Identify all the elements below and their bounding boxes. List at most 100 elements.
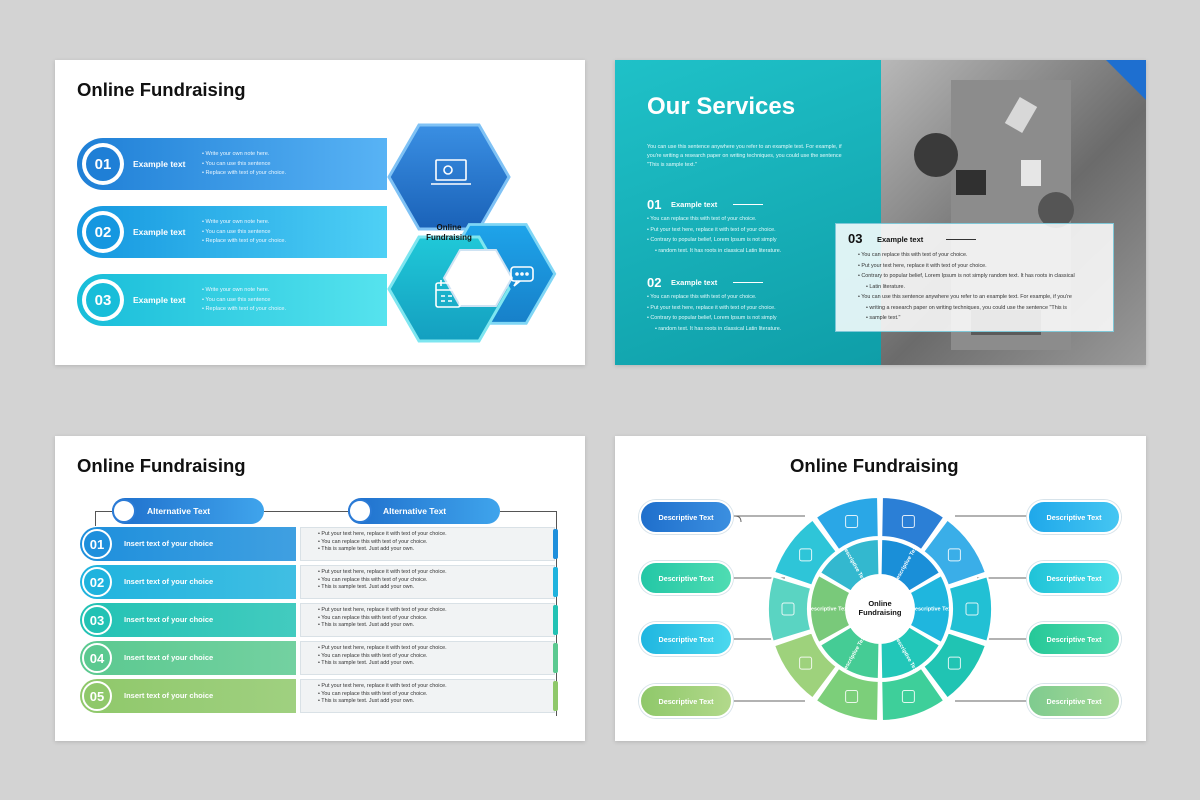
outer-segment [814, 666, 880, 723]
section-title: Example text [671, 278, 718, 287]
row-label: Example text [133, 295, 186, 305]
row-label: Example text [133, 227, 186, 237]
outer-segment [772, 631, 839, 700]
row-description: Put your text here, replace it with text… [300, 527, 555, 561]
row-end-cap [553, 605, 558, 635]
outer-segment [814, 495, 880, 552]
outer-segment [772, 518, 839, 587]
section-title: Example text [877, 235, 924, 244]
divider [946, 239, 976, 240]
descriptive-pill-right-4: Descriptive Text [1027, 684, 1121, 718]
outer-segment [921, 631, 988, 700]
number-badge: 02 [82, 211, 124, 253]
row-description: Put your text here, replace it with text… [300, 641, 555, 675]
descriptive-pill-right-1: Descriptive Text [1027, 500, 1121, 534]
outer-segment [880, 495, 946, 552]
row-bar-2: 02 Example text Write your own note here… [77, 206, 387, 258]
row-text: Insert text of your choice [124, 691, 214, 700]
laptop-icon [431, 159, 471, 185]
descriptive-pill-right-2: Descriptive Text [1027, 561, 1121, 595]
row-end-cap [553, 681, 558, 711]
divider [733, 282, 763, 283]
connector-line [264, 511, 348, 512]
row-bar [80, 527, 296, 561]
slide-title: Online Fundraising [790, 455, 959, 476]
descriptive-pill-right-3: Descriptive Text [1027, 622, 1121, 656]
row-notes: Write your own note here.You can use thi… [202, 218, 286, 247]
hexagon-cluster [387, 123, 557, 343]
row-bar-3: 03 Example text Write your own note here… [77, 274, 387, 326]
segment-icon [901, 690, 915, 703]
calendar-icon [435, 280, 461, 308]
section-number: 03 [848, 231, 863, 246]
row-bar [80, 565, 296, 599]
segment-icon [947, 548, 961, 562]
segment-icon [845, 515, 859, 528]
connector-line [500, 511, 556, 512]
inner-segment [818, 625, 881, 681]
section-number: 02 [647, 275, 662, 290]
descriptive-pill-left-4: Descriptive Text [639, 684, 733, 718]
descriptive-pill-left-1: Descriptive Text [639, 500, 733, 534]
row-bar [80, 679, 296, 713]
row-notes: Write your own note here.You can use thi… [202, 150, 286, 179]
slide-2[interactable]: Our Services You can use this sentence a… [615, 60, 1146, 365]
inner-segment [908, 573, 951, 645]
inner-segment [818, 537, 881, 593]
row-label: Example text [133, 159, 186, 169]
alternative-pill-right: Alternative Text [348, 498, 500, 524]
slide-1[interactable]: Online Fundraising 01 Example text Write… [55, 60, 585, 365]
segment-icon [799, 548, 813, 562]
settings-icon [112, 499, 136, 523]
row-number: 02 [82, 567, 112, 597]
divider [733, 204, 763, 205]
row-text: Insert text of your choice [124, 615, 214, 624]
section-number: 01 [647, 197, 662, 212]
slide-title: Online Fundraising [77, 455, 246, 476]
chat-bubbles-icon [510, 266, 534, 287]
row-description: Put your text here, replace it with text… [300, 603, 555, 637]
segment-icon [781, 602, 795, 616]
inner-label: Descriptive Text [911, 606, 953, 612]
connector-line [95, 511, 96, 526]
info-card-03: 03 Example text You can replace this wit… [835, 223, 1114, 332]
outer-segment [947, 575, 993, 643]
slide-title: Online Fundraising [77, 79, 246, 100]
row-end-cap [553, 567, 558, 597]
row-number: 05 [82, 681, 112, 711]
section-list: You can replace this with text of your c… [858, 250, 1074, 324]
row-bar [80, 603, 296, 637]
segment-icon [845, 690, 859, 703]
row-bar-1: 01 Example text Write your own note here… [77, 138, 387, 190]
connector-line [95, 511, 112, 512]
section-title: Example text [671, 200, 718, 209]
segment-icon [947, 656, 961, 670]
intro-text: You can use this sentence anywhere you r… [647, 144, 842, 168]
row-end-cap [553, 643, 558, 673]
slide-3[interactable]: Online Fundraising Alternative Text Alte… [55, 436, 585, 741]
section-list: You can replace this with text of your c… [647, 292, 781, 334]
center-circle [847, 576, 913, 642]
slide-title: Our Services [647, 93, 796, 120]
row-bar [80, 641, 296, 675]
row-description: Put your text here, replace it with text… [300, 679, 555, 713]
row-text: Insert text of your choice [124, 653, 214, 662]
row-notes: Write your own note here.You can use thi… [202, 286, 286, 315]
inner-label: Descriptive Text [807, 606, 849, 612]
outer-segment [921, 518, 988, 587]
descriptive-pill-left-3: Descriptive Text [639, 622, 733, 656]
segment-icon [799, 656, 813, 670]
outer-segment [767, 575, 813, 643]
row-text: Insert text of your choice [124, 577, 214, 586]
alternative-pill-left: Alternative Text [112, 498, 264, 524]
descriptive-pill-left-2: Descriptive Text [639, 561, 733, 595]
segment-icon [901, 515, 915, 528]
inner-segment [809, 573, 852, 645]
document-icon [348, 499, 372, 523]
row-number: 03 [82, 605, 112, 635]
row-description: Put your text here, replace it with text… [300, 565, 555, 599]
